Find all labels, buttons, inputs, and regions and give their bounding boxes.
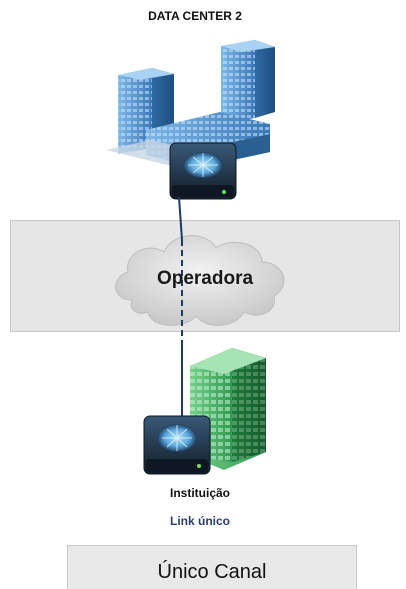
- institution-router-icon: [143, 415, 211, 475]
- institution-label: Instituição: [169, 486, 230, 500]
- operator-label: Operadora: [156, 268, 254, 289]
- channel-box: [67, 545, 357, 589]
- link-label: Link único: [170, 514, 230, 528]
- operator-cloud-icon: [115, 235, 285, 326]
- link-line: [178, 196, 183, 420]
- datacenter-title: DATA CENTER 2: [148, 9, 242, 23]
- datacenter-router-icon: [169, 142, 237, 200]
- channel-label: Único Canal: [157, 561, 267, 583]
- datacenter-buildings-icon: [106, 40, 275, 172]
